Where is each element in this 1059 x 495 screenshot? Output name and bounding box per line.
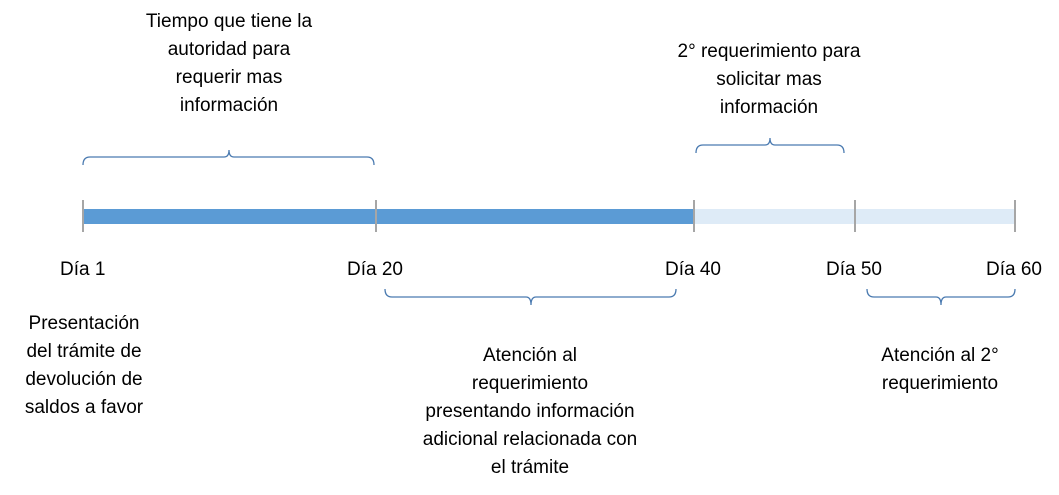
brace-attention-second [866,288,1016,306]
authority-time-label: Tiempo que tiene la autoridad para reque… [145,11,313,116]
day-label-60: Día 60 [986,259,1042,280]
second-request-label: 2° requerimiento para solicitar mas info… [677,41,861,118]
segment-day1-day20 [83,209,376,224]
segment-day40-day50 [694,209,855,224]
attention-second-label: Atención al 2° requerimiento [881,345,999,394]
day-label-1: Día 1 [60,259,106,280]
day-label-50: Día 50 [826,259,882,280]
segment-day20-day40 [376,209,694,224]
day-label-40: Día 40 [665,259,721,280]
brace-authority-time [82,149,375,166]
attention-first-label: Atención al requerimiento presentando in… [422,345,638,478]
brace-second-request [695,137,845,154]
segment-day50-day60 [855,209,1015,224]
day-label-20: Día 20 [347,259,403,280]
brace-attention-first [384,288,677,306]
presentation-label: Presentación del trámite de devolución d… [24,313,144,418]
